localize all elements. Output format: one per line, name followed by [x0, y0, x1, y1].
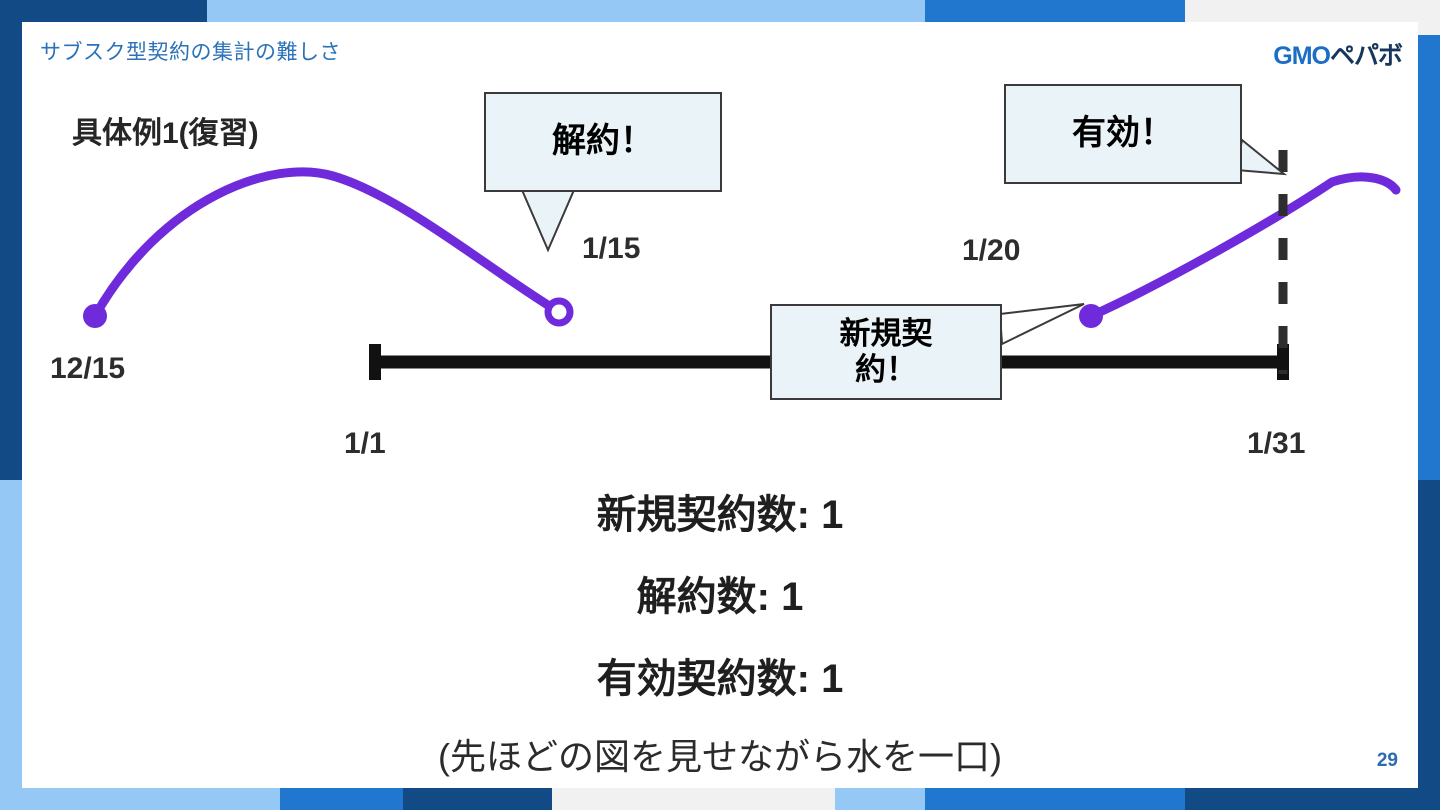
label-date-new-contract: 1/20 — [962, 234, 1021, 267]
decor-bar-bottom-gray — [552, 788, 835, 810]
summary-note: (先ほどの図を見せながら水を一口) — [438, 736, 1002, 777]
decor-bar-top-gray — [1185, 0, 1440, 22]
bubble-tail-cancel — [520, 189, 576, 253]
bubble-tail-active — [1234, 138, 1288, 176]
decor-bar-top-navy — [0, 0, 207, 22]
label-date-contract-start: 12/15 — [50, 352, 126, 385]
page-title: サブスク型契約の集計の難しさ — [40, 41, 341, 64]
decor-bar-bottom-mid-1 — [280, 788, 403, 810]
decor-bar-left-navy — [0, 0, 22, 480]
decor-bar-bottom-navy-2 — [1185, 788, 1440, 810]
decor-bar-bottom-navy-1 — [403, 788, 552, 810]
summary-active-contracts: 有効契約数: 1 — [596, 657, 844, 701]
contract-start-dot-left — [83, 304, 107, 328]
contract-curve-left — [90, 167, 564, 321]
speech-bubble-cancel: 解約！ — [484, 92, 722, 192]
decor-bar-bottom-light-1 — [0, 788, 280, 810]
contract-cancel-dot — [544, 297, 574, 327]
contract-start-dot-right — [1079, 304, 1103, 328]
decor-bar-right-mid — [1418, 35, 1440, 480]
gmo-pepabo-logo: GMOペパボ — [1273, 36, 1403, 72]
label-date-period-start: 1/1 — [344, 427, 386, 460]
slide-card: サブスク型契約の集計の難しさ GMOペパボ — [22, 22, 1418, 788]
decor-bar-right-gray — [1418, 0, 1440, 35]
speech-bubble-new-contract-line2: 約！ — [855, 352, 917, 387]
decor-bar-bottom-light-2 — [835, 788, 925, 810]
logo-pepabo-text: ペパボ — [1329, 42, 1403, 70]
contract-curve-right — [1086, 172, 1401, 321]
summary-new-contracts: 新規契約数: 1 — [596, 493, 844, 537]
speech-bubble-new-contract-label: 新規契 約！ — [840, 316, 933, 387]
decor-bar-right-navy — [1418, 480, 1440, 810]
example-title: 具体例1(復習) — [72, 117, 259, 150]
speech-bubble-new-contract: 新規契 約！ — [770, 304, 1002, 400]
decor-bar-top-light — [207, 0, 925, 22]
decor-bar-bottom-mid-2 — [925, 788, 1185, 810]
decor-bar-top-mid — [925, 0, 1185, 22]
speech-bubble-cancel-label: 解約！ — [552, 122, 654, 161]
label-date-period-end: 1/31 — [1247, 427, 1306, 460]
label-date-cancel: 1/15 — [582, 232, 641, 265]
decor-bar-left-light — [0, 480, 22, 810]
speech-bubble-active: 有効！ — [1004, 84, 1242, 184]
logo-gmo-text: GMO — [1273, 42, 1331, 70]
speech-bubble-new-contract-line1: 新規契 — [839, 316, 933, 352]
speech-bubble-active-label: 有効！ — [1072, 114, 1174, 153]
page-number: 29 — [1376, 750, 1398, 771]
summary-cancellations: 解約数: 1 — [636, 575, 804, 619]
bubble-tail-new-contract — [998, 303, 1085, 346]
